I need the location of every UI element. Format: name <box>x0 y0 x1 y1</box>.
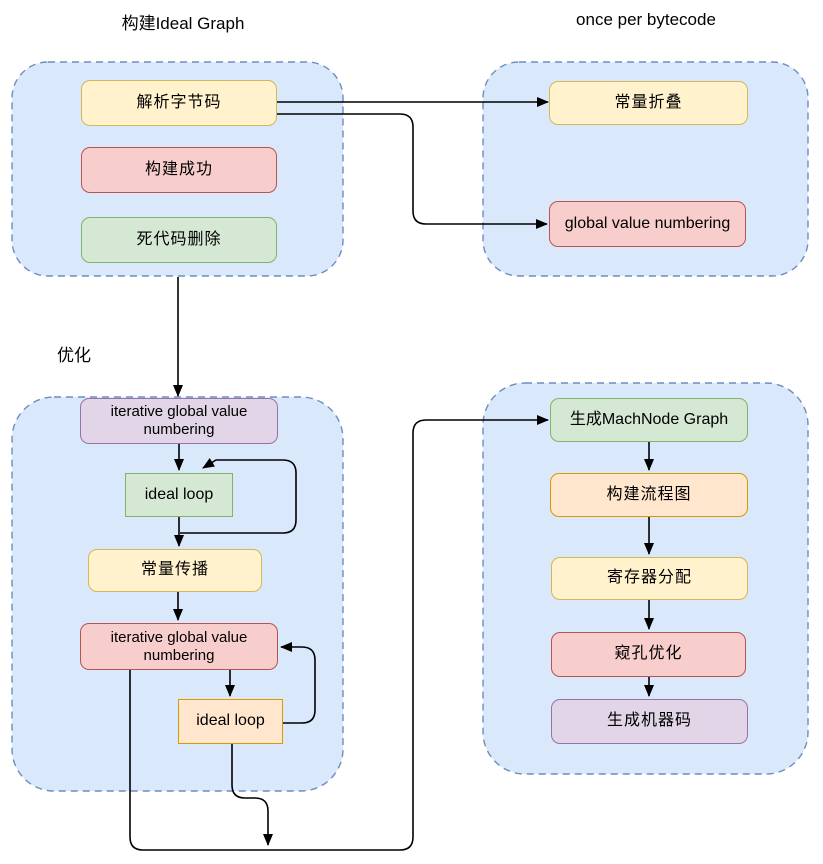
node-register-allocation: 寄存器分配 <box>551 557 748 600</box>
arrow-ideal-loop1-feedback <box>180 457 297 534</box>
arrow-ideal-loop2-feedback <box>280 642 316 724</box>
node-build-success: 构建成功 <box>81 147 277 193</box>
node-ideal-loop-2: ideal loop <box>178 699 283 744</box>
arrow-parse-to-global-value-numbering <box>277 113 548 229</box>
arrow-ideal-loop2-merge-bottom-route <box>231 744 273 846</box>
node-constant-propagation: 常量传播 <box>88 549 262 592</box>
node-ideal-loop-1: ideal loop <box>125 473 233 517</box>
node-build-cfg: 构建流程图 <box>550 473 748 517</box>
node-constant-folding: 常量折叠 <box>549 81 748 125</box>
arrow-iterative-gvn2-to-gen-machnode-graph <box>129 415 549 851</box>
title-optimize: 优化 <box>57 346 91 365</box>
node-dead-code-elimination: 死代码删除 <box>81 217 277 263</box>
node-global-value-numbering: global value numbering <box>549 201 746 247</box>
node-gen-machnode-graph: 生成MachNode Graph <box>550 398 748 442</box>
node-gen-machine-code: 生成机器码 <box>551 699 748 744</box>
node-iterative-gvn-2: iterative global value numbering <box>80 623 278 670</box>
node-iterative-gvn-1: iterative global value numbering <box>80 398 278 444</box>
title-once-per-bytecode: once per bytecode <box>576 10 716 29</box>
title-build-ideal-graph: 构建Ideal Graph <box>121 14 245 33</box>
node-peephole-optimization: 窥孔优化 <box>551 632 746 677</box>
node-parse-bytecode: 解析字节码 <box>81 80 277 126</box>
